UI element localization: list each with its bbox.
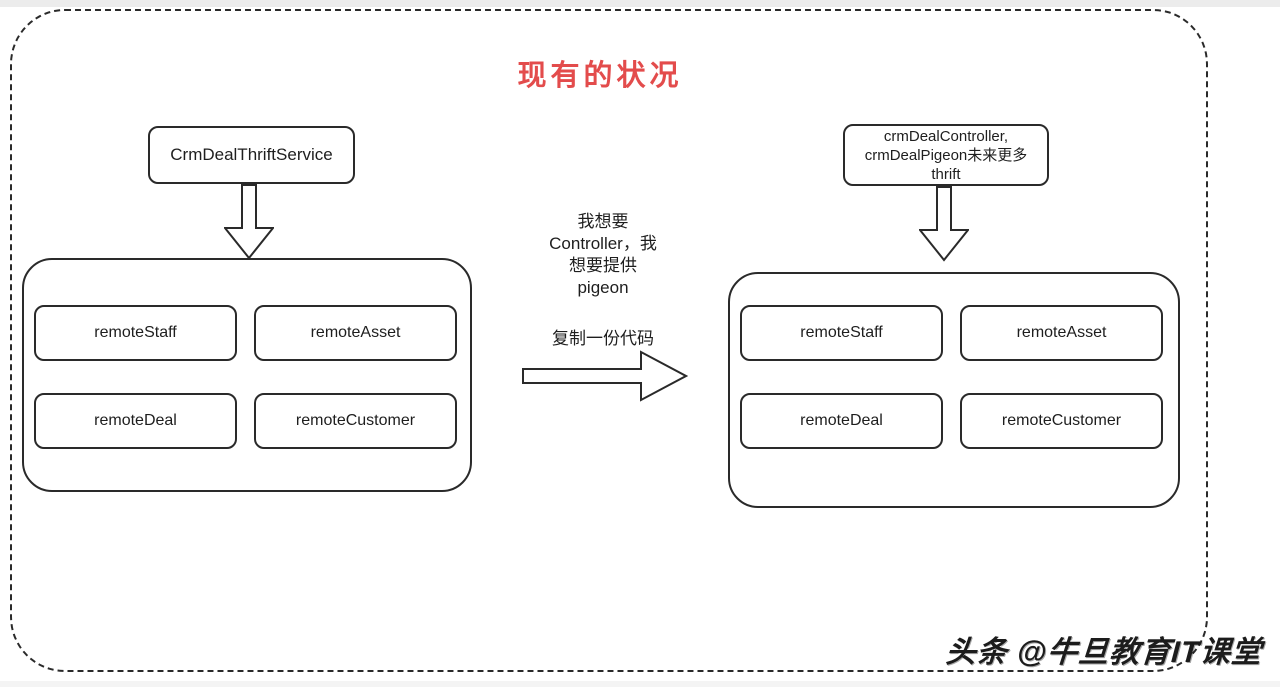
node-remote-asset: remoteAsset bbox=[254, 305, 457, 361]
node-remote-staff: remoteStaff bbox=[740, 305, 943, 361]
request-annotation: 我想要 Controller，我 想要提供 pigeon bbox=[549, 212, 657, 297]
top-edge-strip bbox=[0, 0, 1280, 7]
node-crm-deal-controller: crmDealController, crmDealPigeon未来更多 thr… bbox=[843, 124, 1049, 186]
node-remote-customer: remoteCustomer bbox=[254, 393, 457, 449]
node-label: CrmDealThriftService bbox=[170, 145, 333, 164]
node-label: remoteCustomer bbox=[295, 412, 416, 429]
node-label: remoteAsset bbox=[1016, 324, 1107, 341]
watermark-text: 头条 @牛旦教育IT课堂 bbox=[944, 636, 1263, 669]
copy-code-annotation: 复制一份代码 bbox=[552, 329, 654, 348]
node-label: crmDealController, crmDealPigeon未来更多 thr… bbox=[864, 127, 1028, 183]
node-label: remoteCustomer bbox=[1001, 412, 1122, 429]
dashed-border-frame bbox=[10, 9, 1208, 672]
down-arrow-icon bbox=[224, 184, 274, 260]
right-service-container: remoteStaff remoteAsset remoteDeal remot… bbox=[728, 272, 1180, 508]
node-label: remoteAsset bbox=[310, 324, 401, 341]
node-label: remoteDeal bbox=[800, 412, 883, 429]
node-remote-deal: remoteDeal bbox=[740, 393, 943, 449]
left-service-container: remoteStaff remoteAsset remoteDeal remot… bbox=[22, 258, 472, 492]
bottom-edge-strip bbox=[0, 681, 1280, 687]
node-remote-staff: remoteStaff bbox=[34, 305, 237, 361]
down-arrow-icon bbox=[919, 186, 969, 262]
node-crm-deal-thrift-service: CrmDealThriftService bbox=[148, 126, 355, 184]
node-remote-asset: remoteAsset bbox=[960, 305, 1163, 361]
node-label: remoteStaff bbox=[800, 324, 883, 341]
node-remote-customer: remoteCustomer bbox=[960, 393, 1163, 449]
right-arrow-icon bbox=[522, 350, 688, 402]
node-label: remoteDeal bbox=[94, 412, 177, 429]
node-remote-deal: remoteDeal bbox=[34, 393, 237, 449]
diagram-title: 现有的状况 bbox=[517, 60, 683, 92]
node-label: remoteStaff bbox=[94, 324, 177, 341]
